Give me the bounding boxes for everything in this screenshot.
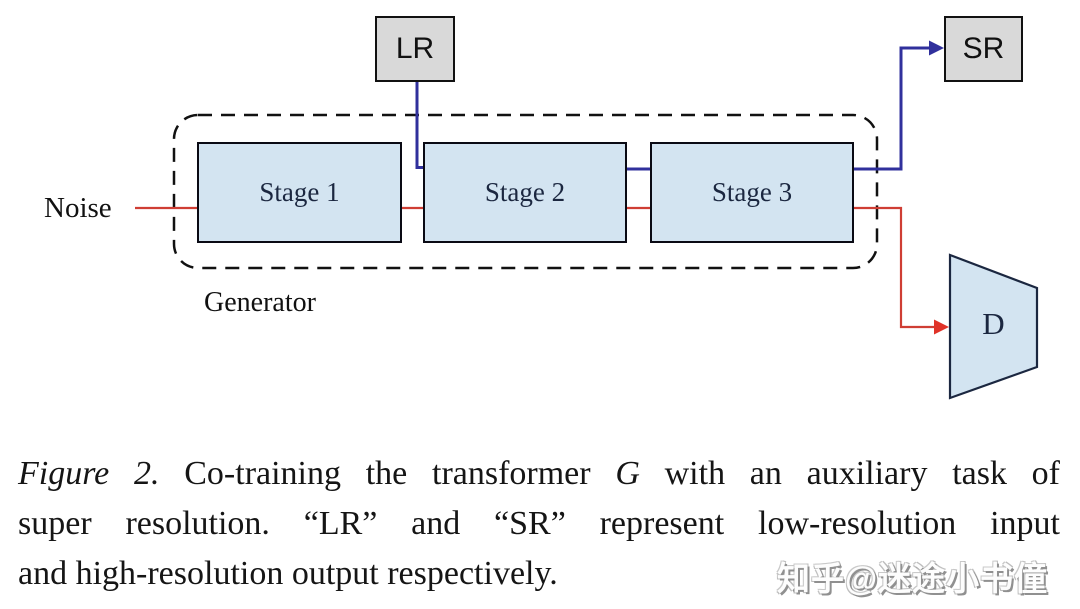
stage-2-box: Stage 2 (423, 142, 627, 243)
stage-1-box: Stage 1 (197, 142, 402, 243)
generator-label: Generator (204, 287, 316, 318)
discriminator-shape (948, 253, 1039, 400)
caption-text-1a: Co-training the transformer (184, 455, 591, 492)
noise-label: Noise (44, 192, 112, 224)
sr-box: SR (944, 16, 1023, 82)
stage-1-label: Stage 1 (259, 177, 340, 207)
generator-symbol: G (615, 455, 640, 492)
stage3-discriminator-line (853, 206, 935, 329)
sr-output-line (853, 46, 930, 171)
caption-text-1b: with an auxiliary task of (664, 455, 1061, 492)
figure-caption: Figure 2. Co-training the transformer G … (18, 449, 1060, 599)
lr-input-line (415, 82, 424, 169)
stage-3-label: Stage 3 (711, 177, 793, 207)
zhihu-watermark: 知乎@迷途小书僮 (777, 560, 1049, 597)
sr-label: SR (962, 32, 1005, 65)
lr-box: LR (375, 16, 455, 82)
caption-line-1: Figure 2. Co-training the transformer G … (18, 449, 1060, 499)
caption-line-2: super resolution. “LR” and “SR” represen… (18, 505, 1060, 542)
stage-3-box: Stage 3 (650, 142, 854, 243)
sr-arrowhead-icon (929, 40, 944, 56)
discriminator-label: D (982, 306, 1005, 341)
caption-line-3: and high-resolution output respectively. (18, 555, 558, 592)
discriminator-arrowhead-icon (934, 319, 949, 335)
figure-number-label: Figure 2. (18, 455, 160, 492)
lr-label: LR (395, 32, 435, 65)
generator-dashed-border (172, 113, 879, 270)
stage-2-label: Stage 2 (484, 177, 566, 207)
